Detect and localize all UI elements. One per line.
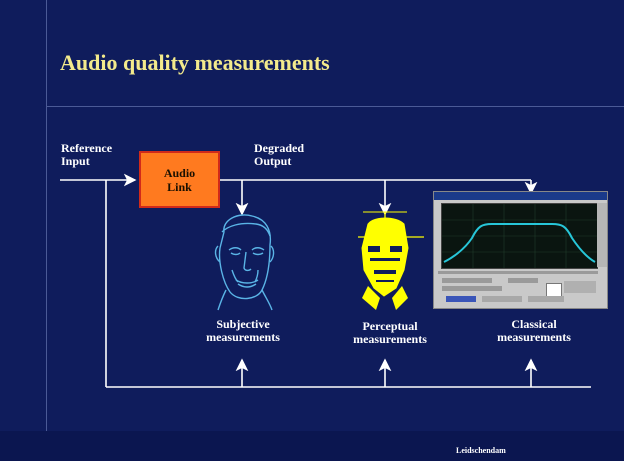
subjective-label: Subjective measurements	[206, 317, 280, 344]
vertical-rule	[46, 0, 47, 431]
audio-link-box: Audio Link	[139, 151, 220, 208]
footer-location: Leidschendam	[456, 446, 506, 455]
analyzer-screen	[441, 203, 598, 269]
degraded-output-label: Degraded Output	[254, 141, 304, 168]
horizontal-rule	[46, 106, 624, 107]
perceptual-label: Perceptual measurements	[353, 319, 427, 346]
analyzer-titlebar	[434, 192, 607, 200]
analyzer-curve	[442, 204, 597, 268]
reference-input-label: Reference Input	[61, 141, 113, 168]
classical-label: Classical measurements	[497, 317, 571, 344]
slide-title: Audio quality measurements	[60, 50, 330, 75]
analyzer-controls	[438, 271, 604, 305]
sketched-face-icon	[214, 214, 275, 311]
audio-link-label: Audio Link	[163, 165, 196, 194]
spectrum-analyzer-window	[433, 191, 608, 309]
footer-bar	[0, 431, 624, 461]
analyzer-scale	[597, 203, 607, 267]
yellow-model-face-icon	[358, 211, 424, 310]
